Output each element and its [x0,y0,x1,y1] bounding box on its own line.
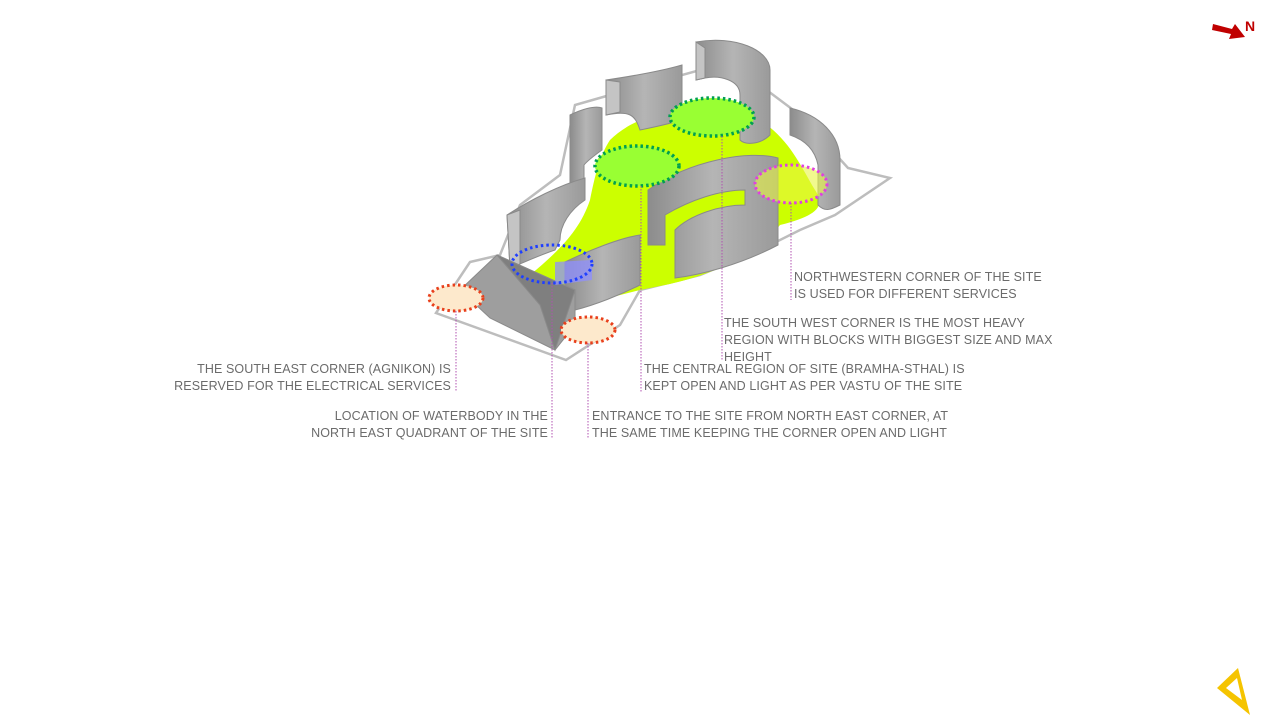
annotation-southwest: THE SOUTH WEST CORNER IS THE MOST HEAVY … [724,315,1053,366]
set-square-logo-icon [1217,668,1250,715]
annotation-line: KEPT OPEN AND LIGHT AS PER VASTU OF THE … [644,379,963,393]
building-top-left [605,64,683,131]
waterbody [555,260,592,285]
annotation-southeast: THE SOUTH EAST CORNER (AGNIKON) IS RESER… [174,361,451,395]
annotation-line: THE CENTRAL REGION OF SITE (BRAMHA-STHAL… [644,362,965,376]
building-left-thin [569,106,603,186]
annotation-line: THE SAME TIME KEEPING THE CORNER OPEN AN… [592,426,947,440]
annotation-line: NORTHWESTERN CORNER OF THE SITE [794,270,1042,284]
building-center-curve [647,154,779,279]
red-marker-entrance [559,315,617,345]
annotation-line: THE SOUTH EAST CORNER (AGNIKON) IS [197,362,451,376]
annotation-line: HEIGHT [724,350,772,364]
north-arrow-icon [1212,24,1245,39]
annotation-entrance: ENTRANCE TO THE SITE FROM NORTH EAST COR… [592,408,948,442]
building-left-curve [506,177,586,269]
green-marker-1 [668,96,756,138]
annotation-line: THE SOUTH WEST CORNER IS THE MOST HEAVY [724,316,1025,330]
red-marker-southeast [427,283,485,313]
annotation-waterbody: LOCATION OF WATERBODY IN THE NORTH EAST … [311,408,548,442]
green-marker-2 [593,144,681,188]
pink-marker [753,163,829,205]
annotation-line: IS USED FOR DIFFERENT SERVICES [794,287,1017,301]
north-label: N [1245,18,1256,34]
annotation-line: RESERVED FOR THE ELECTRICAL SERVICES [174,379,451,393]
annotation-central: THE CENTRAL REGION OF SITE (BRAMHA-STHAL… [644,361,965,395]
leader-lines [455,136,792,438]
annotation-line: LOCATION OF WATERBODY IN THE [334,409,548,423]
annotation-line: REGION WITH BLOCKS WITH BIGGEST SIZE AND… [724,333,1053,347]
annotation-northwest: NORTHWESTERN CORNER OF THE SITE IS USED … [794,269,1042,303]
annotation-line: NORTH EAST QUADRANT OF THE SITE [311,426,548,440]
annotation-line: ENTRANCE TO THE SITE FROM NORTH EAST COR… [592,409,949,423]
blue-marker [510,243,594,285]
